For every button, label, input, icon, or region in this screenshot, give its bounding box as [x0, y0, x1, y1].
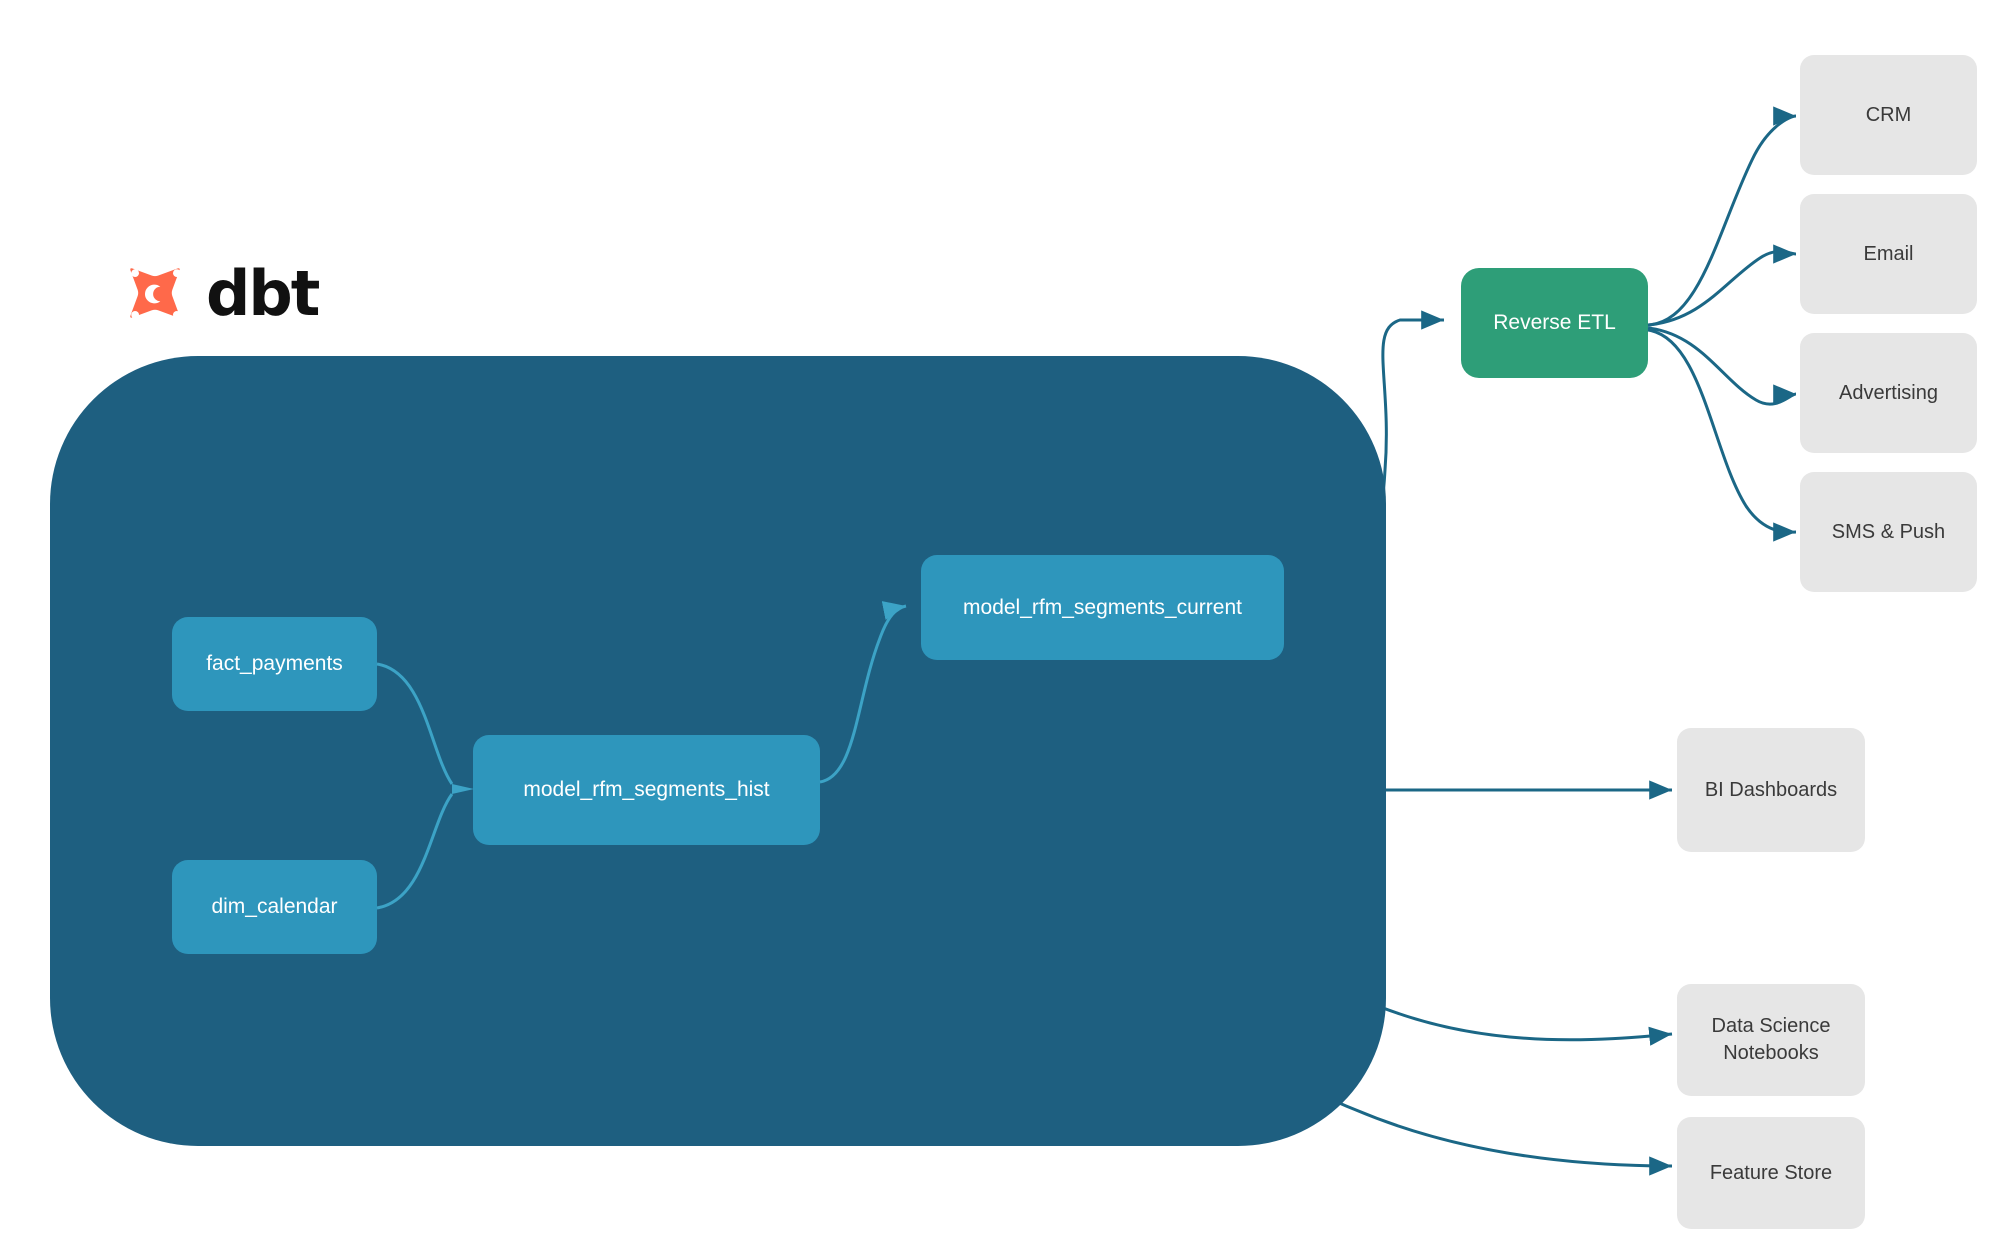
node-label: Data Science Notebooks [1711, 1015, 1831, 1064]
edge-arrowhead-into-hist [452, 784, 474, 794]
edge-reverse-etl-to-advertising [1647, 326, 1797, 406]
edge-reverse-etl-to-crm [1647, 106, 1797, 327]
node-model-rfm-segments-hist[interactable]: model_rfm_segments_hist [473, 735, 820, 845]
dbt-wordmark: dbt [206, 257, 320, 330]
node-label: Advertising [1839, 381, 1938, 404]
edge-reverse-etl-to-sms-push [1647, 328, 1797, 542]
dbt-logo-icon [130, 268, 181, 319]
edge-reverse-etl-to-email [1647, 244, 1797, 327]
node-dim-calendar[interactable]: dim_calendar [172, 860, 377, 954]
node-label: Feature Store [1709, 1161, 1833, 1184]
edge-dim-calendar-to-hist [376, 793, 454, 910]
node-label: SMS & Push [1831, 520, 1946, 543]
node-label: CRM [1865, 103, 1912, 126]
edge-hist-to-current [819, 601, 907, 784]
node-label: model_rfm_segments_current [963, 595, 1242, 619]
node-label: Email [1863, 242, 1914, 265]
node-advertising[interactable]: Advertising [1800, 333, 1977, 453]
node-email[interactable]: Email [1800, 194, 1977, 314]
node-label: BI Dashboards [1704, 778, 1838, 801]
node-reverse-etl[interactable]: Reverse ETL [1461, 268, 1648, 378]
node-model-rfm-segments-current[interactable]: model_rfm_segments_current [921, 555, 1284, 660]
node-bi-dashboards[interactable]: BI Dashboards [1677, 728, 1865, 852]
dbt-brand-lockup: dbt [120, 257, 320, 330]
node-label: dim_calendar [211, 895, 338, 918]
node-label: fact_payments [206, 652, 343, 675]
node-label: model_rfm_segments_hist [523, 778, 770, 801]
node-crm[interactable]: CRM [1800, 55, 1977, 175]
node-label: Reverse ETL [1493, 311, 1616, 334]
node-fact-payments[interactable]: fact_payments [172, 617, 377, 711]
edge-fact-payments-to-hist [376, 662, 454, 785]
node-feature-store[interactable]: Feature Store [1677, 1117, 1865, 1229]
node-sms-push[interactable]: SMS & Push [1800, 472, 1977, 592]
node-data-science-notebooks[interactable]: Data Science Notebooks [1677, 984, 1865, 1096]
